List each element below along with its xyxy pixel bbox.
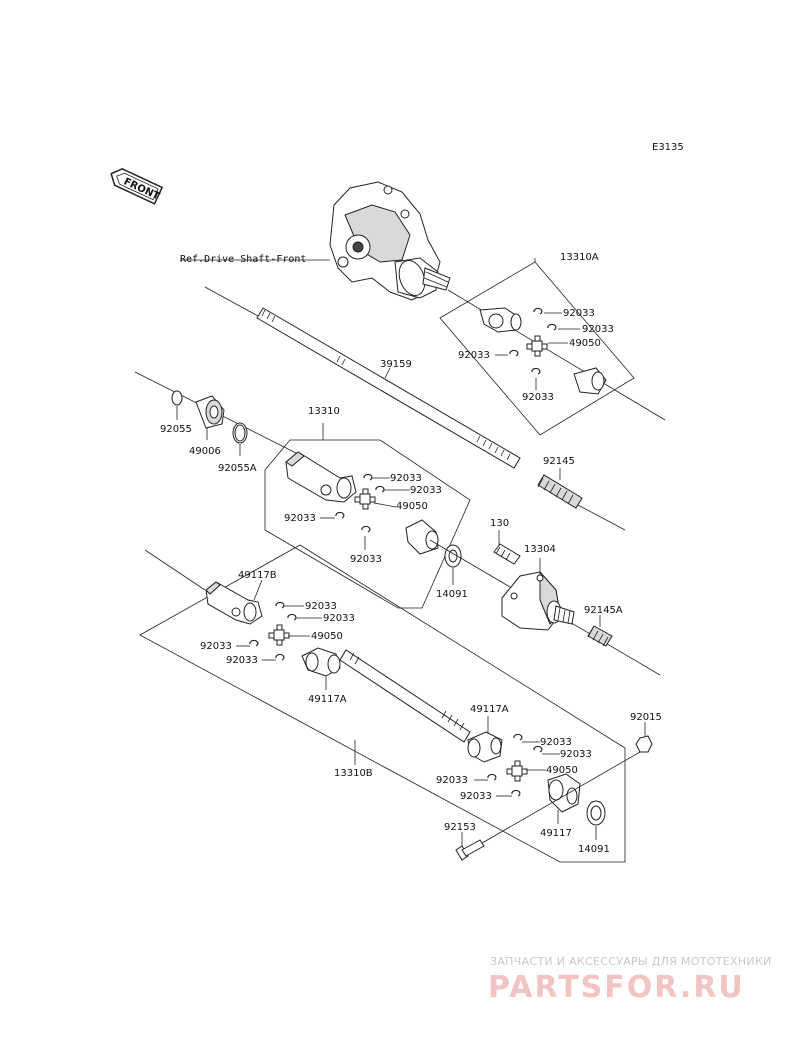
- cross-joint-13310A: [526, 335, 548, 357]
- o-ring-92055: [171, 390, 183, 406]
- circlip-c4: [275, 653, 285, 661]
- yoke-49117B: [205, 581, 263, 625]
- gear-case: [329, 181, 451, 301]
- circlip-d4: [511, 789, 521, 797]
- label-92015: 92015: [630, 712, 662, 723]
- label-92033: 92033: [582, 324, 614, 335]
- circlip-a2: [547, 323, 557, 331]
- ref-drive-shaft-front: Ref.Drive Shaft-Front: [180, 254, 306, 265]
- yoke-49117A-lower: [467, 731, 503, 763]
- yoke-49117A-shaft: [301, 647, 471, 743]
- circlip-b3: [335, 511, 345, 519]
- spring-92145: [537, 474, 583, 509]
- diagram-code: E3135: [652, 142, 684, 153]
- label-92033: 92033: [305, 601, 337, 612]
- yoke-13310A-lower: [573, 367, 607, 395]
- nut-92015: [635, 735, 653, 753]
- circlip-c1: [275, 601, 285, 609]
- circlip-b4: [361, 525, 371, 533]
- watermark-line1: ЗАПЧАСТИ И АКСЕССУАРЫ ДЛЯ МОТОТЕХНИКИ: [490, 955, 772, 968]
- circlip-d3: [487, 773, 497, 781]
- label-49117A: 49117A: [470, 704, 509, 715]
- label-13304: 13304: [524, 544, 556, 555]
- circlip-a1: [533, 307, 543, 315]
- label-92145: 92145: [543, 456, 575, 467]
- circlip-d2: [533, 745, 543, 753]
- label-13310A: 13310A: [560, 252, 599, 263]
- bolt-130: [493, 543, 521, 565]
- front-arrow-icon: FRONT: [110, 168, 164, 205]
- bolt-92153: [455, 839, 485, 861]
- label-13310: 13310: [308, 406, 340, 417]
- cross-joint-13310B-lower: [506, 760, 528, 782]
- circlip-c2: [287, 613, 297, 621]
- cross-joint-13310: [354, 488, 376, 510]
- housing-13304: [501, 570, 575, 631]
- yoke-13310-long: [285, 451, 357, 503]
- circlip-a3: [509, 349, 519, 357]
- label-49117A: 49117A: [308, 694, 347, 705]
- watermark-logo: PARTSFOR.RU: [488, 970, 745, 1005]
- label-92033: 92033: [540, 737, 572, 748]
- circlip-a4: [531, 367, 541, 375]
- label-92033: 92033: [563, 308, 595, 319]
- label-49117B: 49117B: [238, 570, 277, 581]
- group-box-13310A: [439, 261, 635, 436]
- label-49117: 49117: [540, 828, 572, 839]
- label-49050: 49050: [569, 338, 601, 349]
- label-49050: 49050: [396, 501, 428, 512]
- label-92033: 92033: [284, 513, 316, 524]
- label-92033: 92033: [390, 473, 422, 484]
- label-13310B: 13310B: [334, 768, 373, 779]
- yoke-13310-short: [405, 519, 439, 555]
- circlip-b1: [363, 473, 373, 481]
- circlip-d1: [513, 733, 523, 741]
- circlip-c3: [249, 639, 259, 647]
- label-92055: 92055: [160, 424, 192, 435]
- label-92145A: 92145A: [584, 605, 623, 616]
- label-39159: 39159: [380, 359, 412, 370]
- label-92033: 92033: [323, 613, 355, 624]
- label-130: 130: [490, 518, 509, 529]
- label-92153: 92153: [444, 822, 476, 833]
- label-92033: 92033: [410, 485, 442, 496]
- label-49050: 49050: [311, 631, 343, 642]
- label-92033: 92033: [522, 392, 554, 403]
- spring-92145A: [587, 625, 613, 647]
- cross-joint-13310B-upper: [268, 624, 290, 646]
- label-14091: 14091: [436, 589, 468, 600]
- drive-shaft-39159: [256, 307, 521, 469]
- label-92033: 92033: [436, 775, 468, 786]
- label-92033: 92033: [350, 554, 382, 565]
- label-92033: 92033: [200, 641, 232, 652]
- label-49050: 49050: [546, 765, 578, 776]
- label-92033: 92033: [226, 655, 258, 666]
- circlip-b2: [375, 485, 385, 493]
- group-box-13310B: [139, 544, 626, 863]
- label-92033: 92033: [560, 749, 592, 760]
- label-92033: 92033: [458, 350, 490, 361]
- label-92033: 92033: [460, 791, 492, 802]
- boot-49006: [195, 395, 225, 429]
- label-49006: 49006: [189, 446, 221, 457]
- label-14091: 14091: [578, 844, 610, 855]
- yoke-13310A-upper: [479, 307, 522, 333]
- label-92055A: 92055A: [218, 463, 257, 474]
- yoke-49117: [547, 773, 581, 813]
